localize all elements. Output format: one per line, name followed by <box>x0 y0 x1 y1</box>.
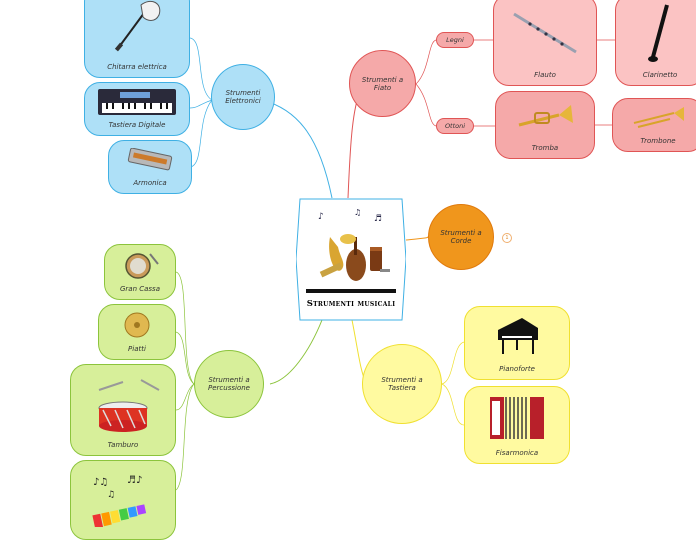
subgroup-label: Legni <box>446 36 464 44</box>
branch-label: Strumenti a Tastiera <box>381 376 423 392</box>
card-label: Flauto <box>534 71 556 79</box>
svg-text:♬♪: ♬♪ <box>127 475 142 486</box>
clarinet-icon <box>616 0 696 71</box>
card-xilofono[interactable]: ♪♫ ♬♪ ♫ <box>70 460 176 540</box>
card-armonica[interactable]: Armonica <box>108 140 192 194</box>
branch-label: Strumenti a Corde <box>440 229 482 245</box>
accordion-icon <box>465 387 569 449</box>
cymbals-icon <box>99 305 175 345</box>
card-label: Tamburo <box>107 441 139 449</box>
instruments-illustration-icon: ♪ ♫ ♬ <box>318 208 390 281</box>
central-hexagon-frame: ♪ ♫ ♬ <box>295 198 407 321</box>
branch-corde[interactable]: Strumenti a Corde <box>428 204 494 270</box>
card-label: Gran Cassa <box>119 285 160 293</box>
trombone-icon <box>613 99 696 137</box>
mind-map-canvas: ♪ ♫ ♬ Strumenti musicali Strumenti Elett… <box>70 0 696 540</box>
connector-lines <box>175 37 615 491</box>
card-fisarmonica[interactable]: Fisarmonica <box>464 386 570 464</box>
branch-percussione[interactable]: Strumenti a Percussione <box>194 350 264 418</box>
card-clarinetto[interactable]: Clarinetto <box>615 0 696 86</box>
central-title: Strumenti musicali <box>306 299 396 309</box>
branch-label: Strumenti Elettronici <box>225 89 261 105</box>
snare-drum-icon <box>71 365 175 441</box>
collapsed-children-badge[interactable]: 1 <box>502 233 512 243</box>
card-label: Armonica <box>133 179 167 187</box>
card-tamburo[interactable]: Tamburo <box>70 364 176 456</box>
card-tromba[interactable]: Tromba <box>495 91 595 159</box>
card-label: Chitarra elettrica <box>107 63 167 71</box>
card-label: Pianoforte <box>499 365 535 373</box>
svg-text:♫: ♫ <box>354 208 361 217</box>
branch-label: Strumenti a Percussione <box>208 376 250 392</box>
card-gran-cassa[interactable]: Gran Cassa <box>104 244 176 300</box>
card-label: Clarinetto <box>642 71 678 79</box>
branch-fiato[interactable]: Strumenti a Fiato <box>349 50 416 117</box>
branch-label: Strumenti a Fiato <box>361 75 404 92</box>
card-pianoforte[interactable]: Pianoforte <box>464 306 570 380</box>
branch-elettronici[interactable]: Strumenti Elettronici <box>211 64 275 130</box>
flute-icon <box>494 0 596 71</box>
branch-tastiera[interactable]: Strumenti a Tastiera <box>362 344 442 424</box>
trumpet-icon <box>496 92 594 144</box>
subgroup-legni[interactable]: Legni <box>436 32 474 48</box>
digital-keyboard-icon <box>85 83 189 121</box>
card-flauto[interactable]: Flauto <box>493 0 597 86</box>
bass-drum-icon <box>105 245 175 285</box>
card-label: Piatti <box>128 345 146 353</box>
svg-text:♪♫: ♪♫ <box>93 477 108 488</box>
electric-guitar-icon <box>85 0 189 63</box>
card-label: Trombone <box>640 137 676 145</box>
card-chitarra-elettrica[interactable]: Chitarra elettrica <box>84 0 190 78</box>
svg-text:♬: ♬ <box>374 214 382 224</box>
subgroup-ottoni[interactable]: Ottoni <box>436 118 474 134</box>
card-trombone[interactable]: Trombone <box>612 98 696 152</box>
card-tastiera-digitale[interactable]: Tastiera Digitale <box>84 82 190 136</box>
svg-text:♪: ♪ <box>318 212 324 222</box>
card-piatti[interactable]: Piatti <box>98 304 176 360</box>
xylophone-icon: ♪♫ ♬♪ ♫ <box>71 465 175 533</box>
card-label: Fisarmonica <box>495 449 539 457</box>
badge-count: 1 <box>505 235 509 241</box>
card-label: Tromba <box>531 144 559 152</box>
harmonica-icon <box>109 141 191 179</box>
subgroup-label: Ottoni <box>444 122 466 130</box>
central-topic[interactable]: ♪ ♫ ♬ Strumenti musicali <box>295 197 407 322</box>
grand-piano-icon <box>465 307 569 365</box>
card-label: Tastiera Digitale <box>108 121 166 129</box>
svg-text:♫: ♫ <box>107 490 115 500</box>
